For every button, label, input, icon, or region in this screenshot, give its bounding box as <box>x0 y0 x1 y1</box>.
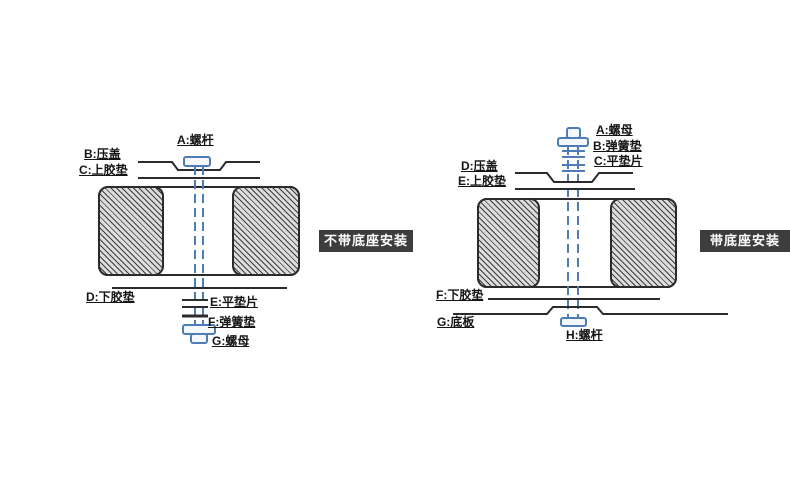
label-press-cover: B:压盖 <box>84 147 121 161</box>
label-spring-washer: F:弹簧垫 <box>208 315 256 329</box>
label-flat-washer: C:平垫片 <box>594 154 643 168</box>
label-screw-rod: A:螺杆 <box>177 133 214 147</box>
label-base-plate: G:底板 <box>437 315 475 329</box>
diagram-without-base: A:螺杆 B:压盖 C:上胶垫 D:下胶垫 E:平垫片 F:弹簧垫 G:螺母 <box>60 120 380 360</box>
label-lower-pad: F:下胶垫 <box>436 288 484 302</box>
press-cover-profile <box>515 172 633 183</box>
label-nut: A:螺母 <box>596 123 633 137</box>
tag-without-base: 不带底座安装 <box>319 230 413 252</box>
label-upper-pad: C:上胶垫 <box>79 163 128 177</box>
label-flat-washer: E:平垫片 <box>210 295 259 309</box>
diagram-linework <box>453 127 728 327</box>
diagram-with-base: A:螺母 B:弹簧垫 C:平垫片 D:压盖 E:上胶垫 F:下胶垫 G:底板 H… <box>430 115 750 355</box>
rubber-body <box>98 186 300 276</box>
nut-body-shape <box>190 333 208 344</box>
label-upper-pad: E:上胶垫 <box>458 174 507 188</box>
base-plate-profile <box>453 306 728 315</box>
label-press-cover: D:压盖 <box>461 159 498 173</box>
nut-flange-shape <box>557 137 589 147</box>
label-nut: G:螺母 <box>212 334 250 348</box>
hatch-block-left <box>98 186 164 276</box>
label-lower-pad: D:下胶垫 <box>86 290 135 304</box>
hatch-block-right <box>610 198 677 288</box>
press-cover-profile <box>138 161 260 171</box>
hatch-block-left <box>477 198 540 288</box>
tag-with-base: 带底座安装 <box>700 230 790 252</box>
screw-head-shape <box>183 156 211 167</box>
screw-head-shape <box>560 317 587 327</box>
label-spring-washer: B:弹簧垫 <box>593 139 642 153</box>
nut-body-shape <box>566 127 581 139</box>
label-screw-rod: H:螺杆 <box>566 328 603 342</box>
diagram-linework <box>112 156 287 344</box>
hatch-block-right <box>232 186 300 276</box>
